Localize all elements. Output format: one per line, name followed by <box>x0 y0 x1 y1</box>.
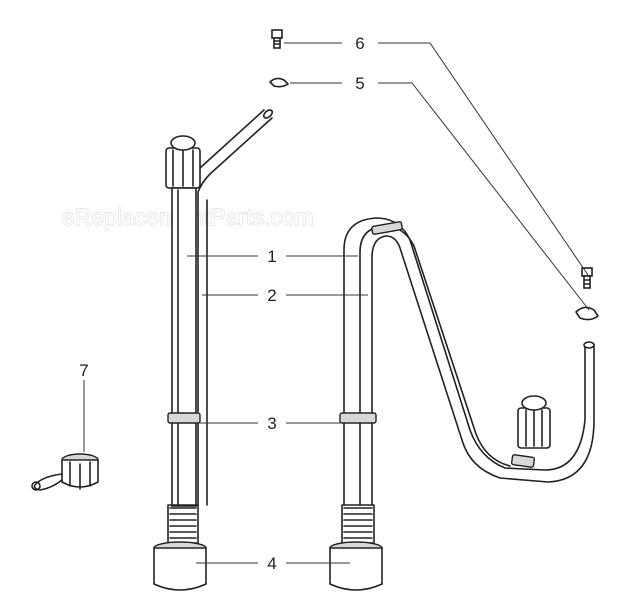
callout-5: 5 <box>355 74 364 93</box>
clip-part-5-installed <box>575 306 599 321</box>
callout-7: 7 <box>79 361 88 380</box>
screw-part-6 <box>271 29 283 49</box>
callout-6: 6 <box>355 34 364 53</box>
left-spring <box>167 504 199 544</box>
callout-4: 4 <box>267 554 276 573</box>
screw-part-6-installed <box>581 267 593 289</box>
right-suction-assembly <box>329 217 595 591</box>
callout-2: 2 <box>267 286 276 305</box>
right-spring <box>341 504 375 544</box>
callout-3: 3 <box>267 414 276 433</box>
clip-part-5 <box>269 77 289 88</box>
left-suction-assembly <box>153 109 274 591</box>
cap-part-7 <box>31 453 99 491</box>
callout-1: 1 <box>267 247 276 266</box>
